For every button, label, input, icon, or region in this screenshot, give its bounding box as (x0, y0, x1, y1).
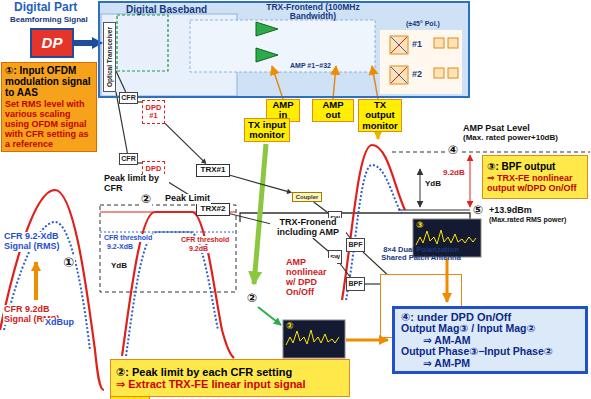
node-text: ③: BPF output (487, 161, 583, 172)
label: ④ (447, 144, 459, 157)
label: ② (140, 193, 152, 206)
label: ① (62, 256, 75, 270)
label: TRX-Fronend including AMP (270, 218, 346, 238)
connector (365, 284, 380, 285)
label: CFR threshold (180, 236, 230, 244)
monitor-tag: AMP out (312, 99, 354, 122)
label: (±45° Pol.) (406, 20, 440, 28)
label: Peak limit by CFR (103, 174, 169, 194)
node-text: AMP out (314, 100, 352, 121)
node-text: ⇒ Extract TRX-FE linear input signal (116, 378, 344, 390)
monitor-tag: TX output monitor (358, 99, 402, 132)
node-text: BPF (349, 280, 363, 288)
connector-line (313, 238, 328, 251)
node-text: 8×4 Dual Polarization Shared Patch Anten… (373, 246, 469, 263)
node-text: DP (42, 35, 63, 52)
label: CFR 9.2-XdB Signal (RMS) (3, 232, 65, 252)
aas-panel: Digital Baseband TRX-Frontend (100MHz Ban… (98, 1, 470, 98)
filter-block: BPF (346, 277, 365, 291)
node-text: BPF (349, 241, 363, 249)
filter-block: BPF (346, 238, 365, 252)
connector (340, 264, 350, 277)
callout-box: ②: Peak limit by each CFR setting⇒ Extra… (110, 359, 350, 397)
label: Peak Limit (164, 194, 211, 204)
transceiver-block: TRX#1 (196, 164, 230, 177)
connector (230, 175, 292, 194)
label: ③ (416, 221, 424, 231)
label: AMP #1~#32 (290, 62, 331, 70)
label: #1 (412, 40, 422, 50)
label: Digital Part (14, 1, 77, 14)
connector-line (314, 202, 328, 213)
label: ② (246, 292, 258, 305)
callout-box: ③: BPF output ⇒ TRX-FE nonlinear output w… (482, 155, 588, 199)
node-text: TRX#1 (201, 166, 226, 175)
node-text: Digital Baseband (126, 4, 207, 15)
optical-transceiver: Optical Transceiver (103, 22, 116, 92)
connector-line (365, 283, 380, 284)
label: AMP Psat Level (462, 124, 531, 134)
node-text: Output Mag③ / Input Mag② (401, 323, 579, 335)
node-text: ⇒ AM-AM (401, 335, 579, 347)
connector-line (340, 264, 350, 277)
transceiver-block: TRX#2 (196, 203, 230, 216)
label: (Max.rated RMS power) (488, 216, 567, 224)
label: YdB (110, 262, 128, 271)
node-text: ④: under DPD On/Off (401, 311, 579, 323)
node-text: CFR (121, 155, 135, 163)
connector-line (165, 123, 204, 161)
cfr-block: CFR (119, 153, 138, 165)
label: XdBup (44, 318, 75, 328)
node-text: ⇒ TRX-FE nonlinear output w/DPD On/Off (487, 174, 583, 194)
label: (Max. rated power+10dB) (462, 134, 559, 143)
callout-box: ①: Input OFDM modulation signal to AASSe… (1, 62, 97, 152)
label: +13.9dBm (488, 206, 533, 216)
label: #2 (412, 70, 422, 80)
label: ② (286, 322, 294, 332)
coupler-block: Coupler (292, 192, 322, 202)
node-text: TX input monitor (246, 120, 288, 141)
label: 9.2dB (188, 245, 209, 253)
connector-line (230, 175, 288, 191)
label: ⑤ (472, 204, 484, 217)
dpd-block: DPD #1 (142, 100, 165, 124)
connector (314, 202, 328, 213)
connector (116, 71, 126, 92)
node-text: TX output monitor (360, 100, 400, 131)
node-text: ⇒ AM-PM (401, 358, 579, 370)
label: Beamforming Signal (10, 16, 88, 25)
node-text: TRX#2 (201, 205, 226, 214)
label: 9.2dB (442, 169, 466, 178)
label: YdB (424, 180, 442, 189)
node-text: CFR (121, 94, 135, 102)
node-text: TRX-Frontend (100MHz Bandwidth) (263, 3, 363, 22)
label: CFR threshold (103, 234, 153, 242)
cfr-block: CFR (119, 92, 138, 104)
connector (313, 238, 328, 251)
connector-line (116, 71, 126, 92)
label: 9.2-XdB (106, 243, 134, 251)
node-text: Output Phase③−Input Phase② (401, 346, 579, 358)
node-text: Set RMS level with various scaling using… (5, 100, 93, 149)
dsp-block: DP (30, 28, 74, 58)
node-text: ①: Input OFDM modulation signal to AAS (5, 65, 93, 98)
monitor-tag: TX input monitor (244, 118, 290, 142)
node-text: DPD #1 (143, 104, 164, 121)
node-text: Optical Transceiver (106, 27, 113, 87)
node-text: ②: Peak limit by each CFR setting (116, 366, 344, 378)
node-text: Coupler (296, 194, 319, 201)
connector-line (74, 40, 94, 46)
connector (165, 123, 206, 164)
label: AMP nonlinear w/ DPD On/Off (285, 258, 337, 298)
callout-box: ④: under DPD On/OffOutput Mag③ / Input M… (392, 306, 588, 374)
